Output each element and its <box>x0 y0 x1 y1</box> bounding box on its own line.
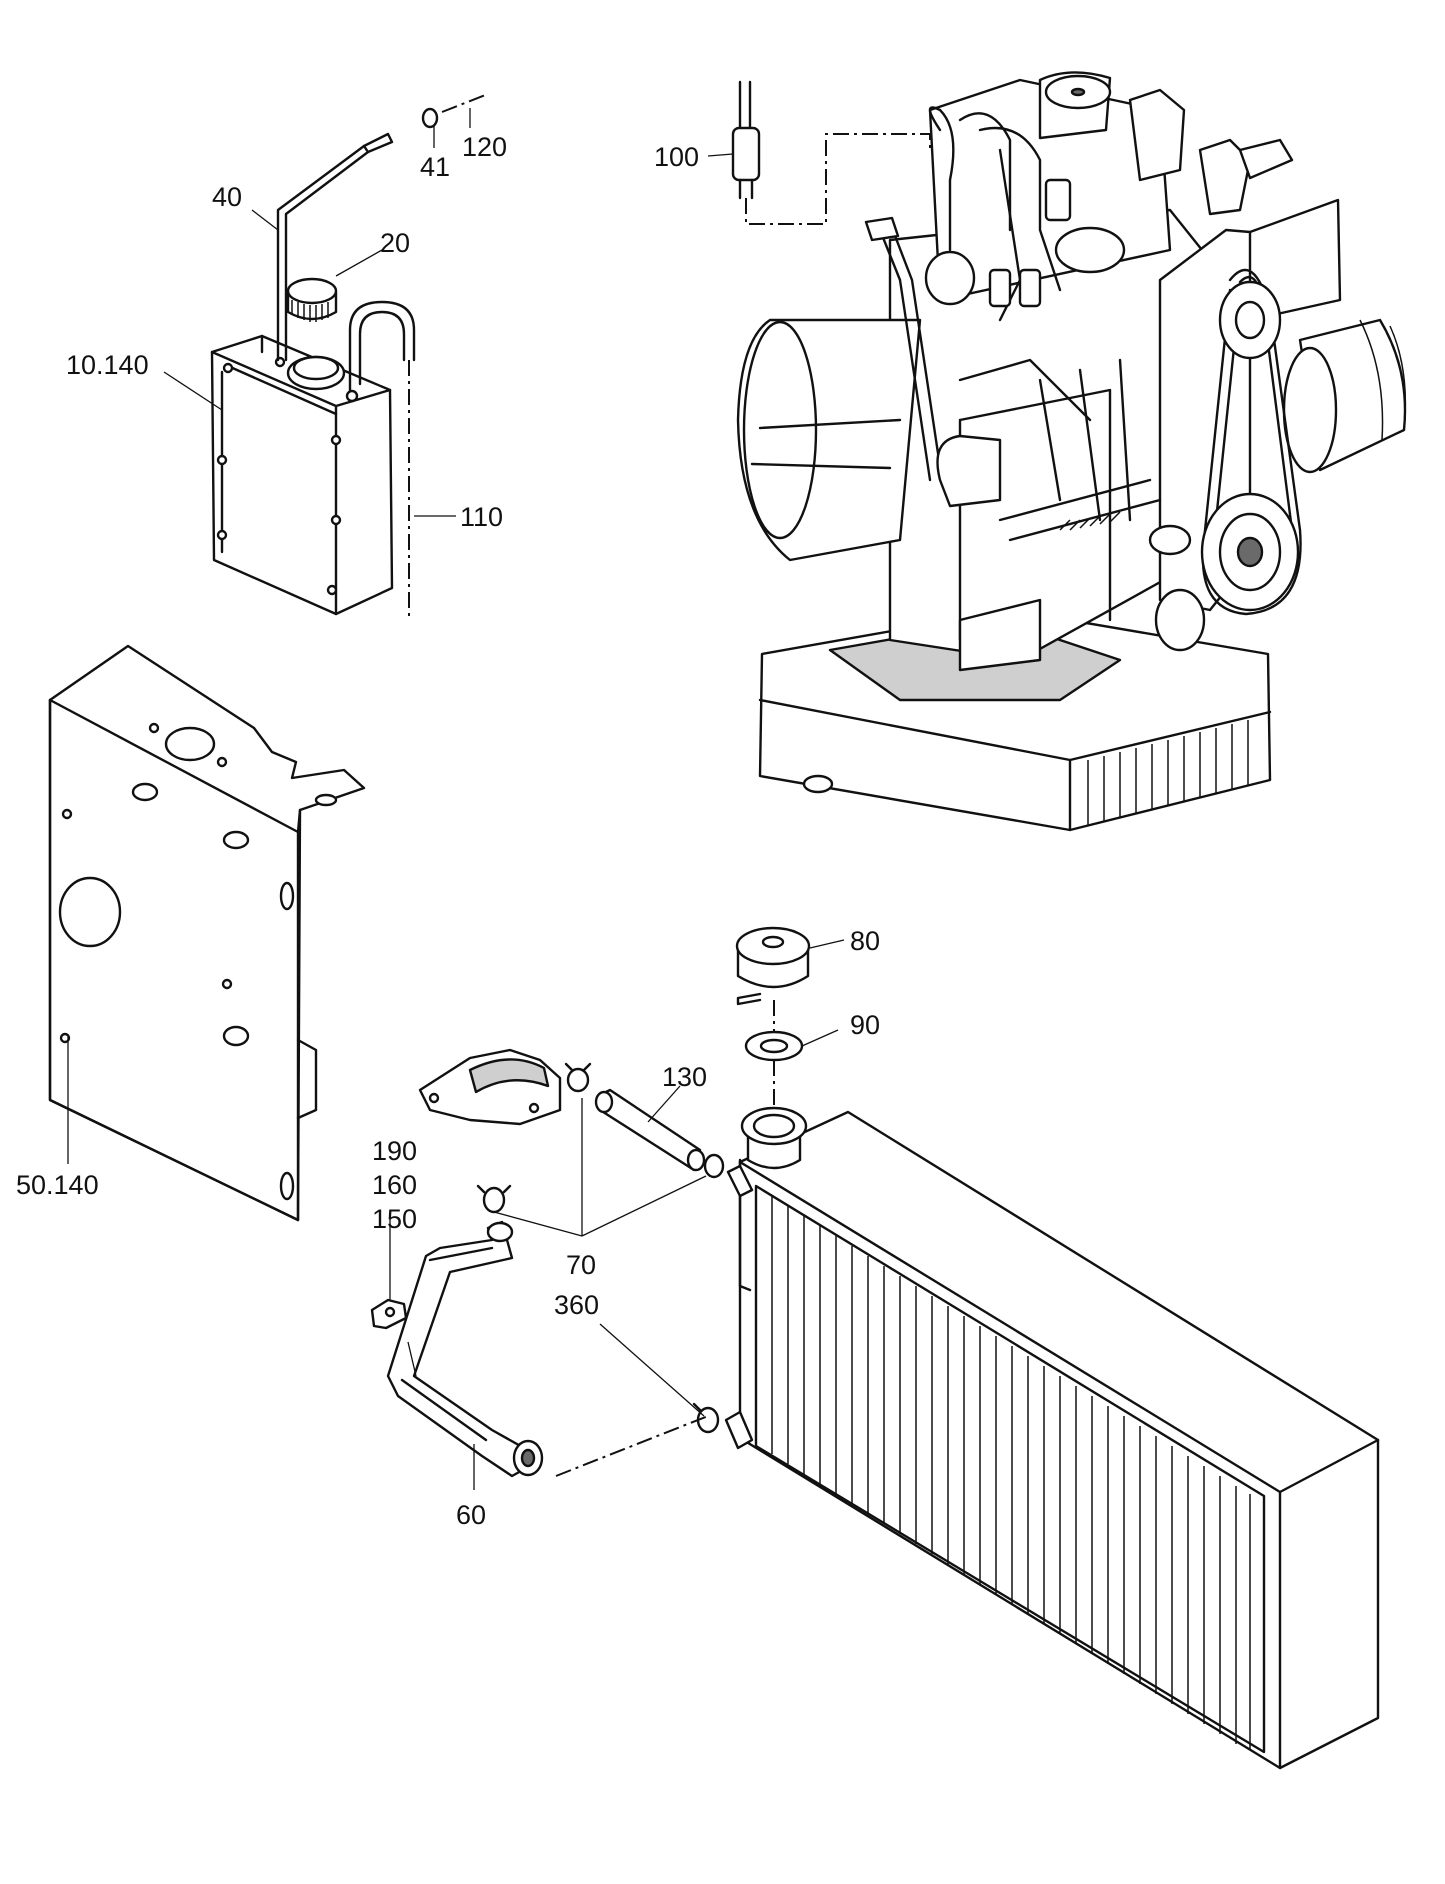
callout-80: 80 <box>850 926 880 956</box>
callout-70: 70 <box>566 1250 596 1280</box>
callout-150: 150 <box>372 1204 417 1234</box>
callout-100: 100 <box>654 142 699 172</box>
radiator-fins <box>771 1196 1251 1750</box>
leader-lines <box>67 108 845 1490</box>
callout-41: 41 <box>420 152 450 182</box>
gasket-90 <box>744 1030 804 1106</box>
sensor-100 <box>731 80 931 225</box>
callout-90: 90 <box>850 1010 880 1040</box>
hose-60 <box>386 1220 709 1478</box>
tank-cap <box>286 277 338 322</box>
callout-160: 160 <box>372 1170 417 1200</box>
callout-130: 130 <box>662 1062 707 1092</box>
radiator <box>724 1106 1380 1770</box>
callouts: 41 120 100 40 20 10.140 110 50.140 80 90… <box>16 132 880 1530</box>
clip-41 <box>421 93 489 129</box>
level-rod <box>276 132 394 362</box>
bleed-fitting <box>370 1298 408 1330</box>
callout-110: 110 <box>460 502 503 532</box>
callout-40: 40 <box>212 182 242 212</box>
callout-120: 120 <box>462 132 507 162</box>
callout-190: 190 <box>372 1136 417 1166</box>
callout-360: 360 <box>554 1290 599 1320</box>
overflow-hose <box>348 300 416 618</box>
callout-10-140: 10.140 <box>66 350 149 380</box>
mounting-plate <box>48 644 366 1222</box>
engine-assembly <box>736 71 1407 832</box>
expansion-tank <box>210 334 394 616</box>
callout-60: 60 <box>456 1500 486 1530</box>
radiator-cap <box>735 926 811 1034</box>
thermostat-housing <box>418 1048 562 1126</box>
callout-20: 20 <box>380 228 410 258</box>
callout-50-140: 50.140 <box>16 1170 99 1200</box>
hose-130 <box>594 1088 706 1172</box>
